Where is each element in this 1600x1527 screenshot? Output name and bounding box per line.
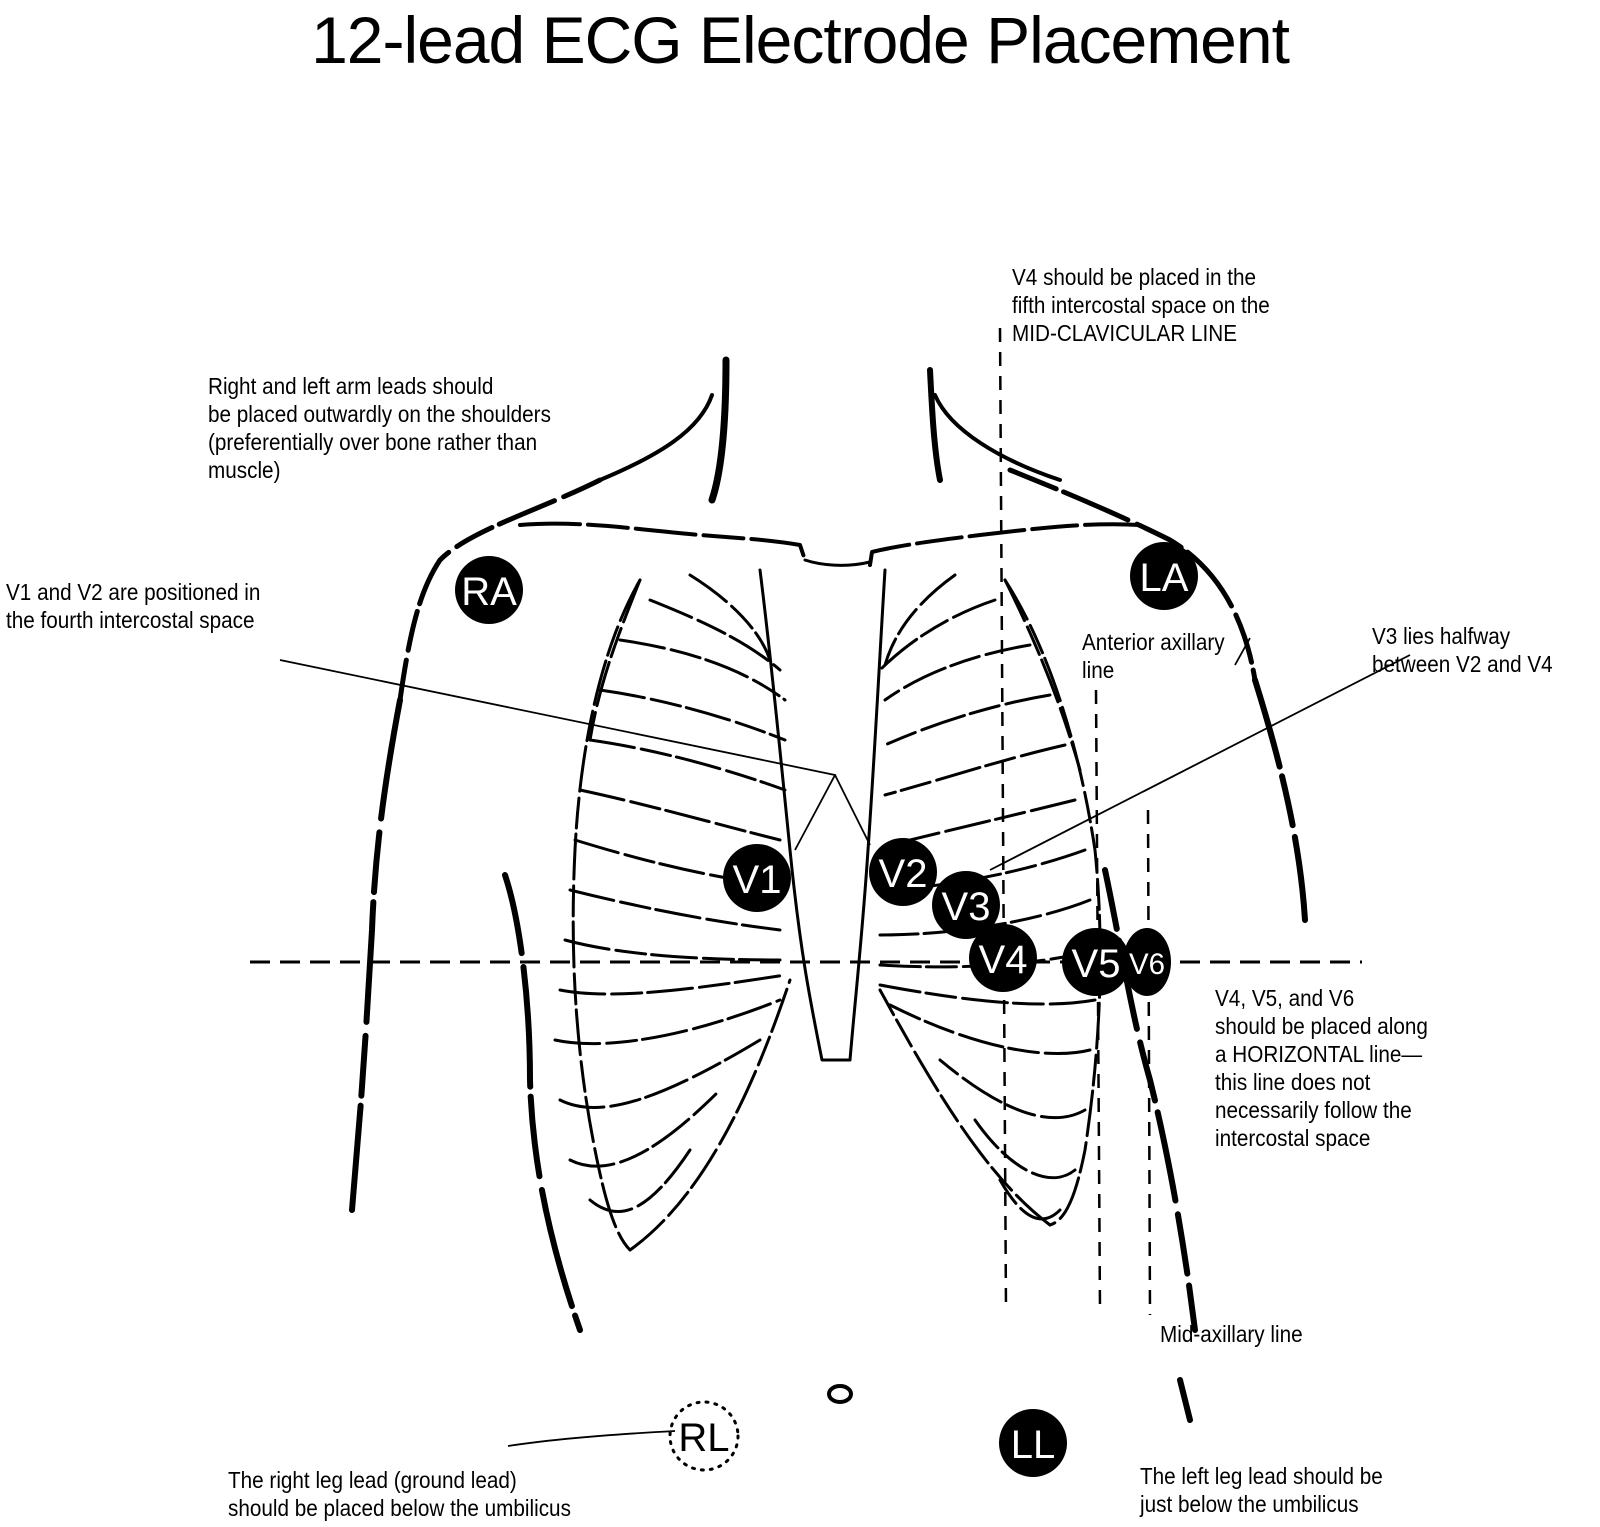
electrode-v2-label: V2 xyxy=(879,852,928,896)
sternum-outline xyxy=(758,568,887,1062)
left-arm-outline xyxy=(1252,677,1308,923)
right-shoulder-outline xyxy=(397,477,603,703)
electrode-ra-label: RA xyxy=(461,570,517,614)
left-leg-note: The left leg lead should be just below t… xyxy=(1140,1463,1383,1517)
mid-axillary-line xyxy=(1146,809,1152,1316)
arm-leads-note: Right and left arm leads should be place… xyxy=(208,373,551,483)
anterior-axillary-pointer xyxy=(1234,637,1251,666)
neck-left-outline xyxy=(708,356,730,504)
right-rib-cage xyxy=(553,573,792,1252)
electrode-la: LA xyxy=(1130,542,1198,610)
mid-clavicular-line xyxy=(998,327,1008,1311)
v4-placement-note: V4 should be placed in the fifth interco… xyxy=(1012,264,1270,346)
v3-note: V3 lies halfway between V2 and V4 xyxy=(1372,623,1553,677)
electrode-ra: RA xyxy=(455,556,523,624)
left-shoulder-outline xyxy=(1007,467,1258,683)
electrode-v5: V5 xyxy=(1062,928,1130,996)
electrode-v3: V3 xyxy=(932,871,1000,939)
electrode-ll: LL xyxy=(999,1409,1067,1477)
electrode-ll-label: LL xyxy=(1011,1423,1056,1467)
electrode-rl: RL xyxy=(668,1400,740,1472)
electrode-v2: V2 xyxy=(869,838,937,906)
electrode-v6: V6 xyxy=(1123,928,1171,996)
electrode-v3-label: V3 xyxy=(942,885,991,929)
electrode-v4: V4 xyxy=(969,924,1037,992)
anterior-axillary-line xyxy=(1094,689,1102,1311)
horizontal-line-note: V4, V5, and V6 should be placed along a … xyxy=(1215,985,1428,1151)
electrode-v6-label: V6 xyxy=(1129,948,1165,981)
electrode-v5-label: V5 xyxy=(1072,942,1121,986)
left-clavicle xyxy=(868,522,1142,567)
right-leg-note: The right leg lead (ground lead) should … xyxy=(228,1467,571,1521)
umbilicus xyxy=(827,1384,853,1404)
right-clavicle xyxy=(518,521,807,562)
right-leg-pointer xyxy=(507,1430,676,1447)
mid-axillary-line-label: Mid-axillary line xyxy=(1160,1321,1303,1347)
right-arm-outline xyxy=(349,697,403,1213)
electrode-v1: V1 xyxy=(723,844,791,912)
electrode-v1-label: V1 xyxy=(733,858,782,902)
v3-pointer xyxy=(989,654,1411,871)
electrode-la-label: LA xyxy=(1140,556,1189,600)
page-title: 12-lead ECG Electrode Placement xyxy=(311,3,1290,77)
electrode-v4-label: V4 xyxy=(979,938,1028,982)
neck-right-outline xyxy=(927,367,943,483)
v1-v2-pointer xyxy=(279,659,871,851)
v1-v2-note: V1 and V2 are positioned in the fourth i… xyxy=(6,579,261,633)
anterior-axillary-line-label: Anterior axillary line xyxy=(1082,629,1225,683)
electrode-rl-label: RL xyxy=(678,1416,729,1460)
